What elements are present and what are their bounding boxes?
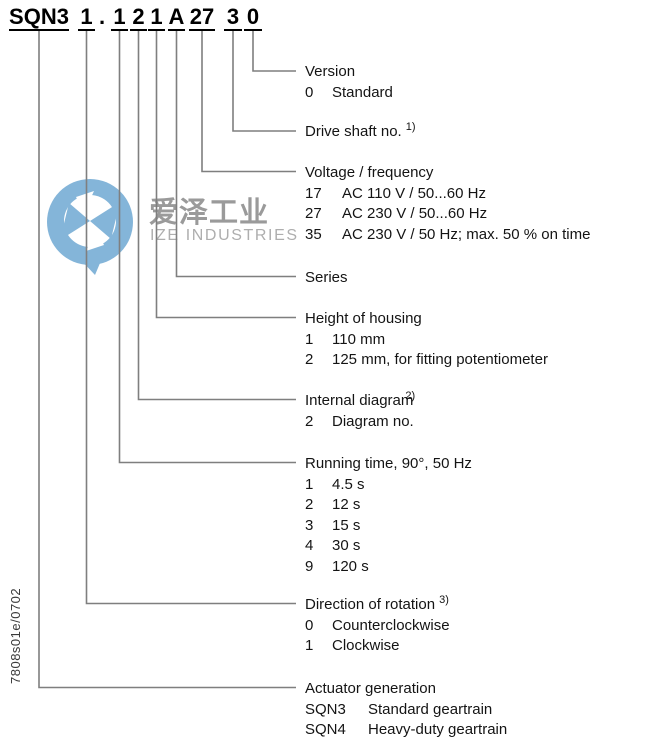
- block-series: Series: [305, 268, 348, 289]
- option-desc: Standard: [332, 83, 393, 101]
- code-segment-drive-shaft: 3: [224, 4, 242, 31]
- code-segment-housing-height: 1: [148, 4, 165, 31]
- option-code: 4: [305, 537, 314, 554]
- block-title: Series: [305, 269, 348, 286]
- block-running-time: Running time, 90°, 50 Hz 1 4.5 s 2 12 s …: [305, 454, 472, 577]
- option-desc: 15 s: [332, 516, 361, 534]
- option-code: 0: [305, 83, 314, 101]
- option-desc: 30 s: [332, 537, 361, 554]
- block-title: Running time, 90°, 50 Hz: [305, 455, 472, 472]
- block-voltage-frequency: Voltage / frequency 17 AC 110 V / 50...6…: [305, 163, 590, 245]
- code-segment-internal-diagram: 2: [130, 4, 147, 31]
- block-title: Actuator generation: [305, 680, 436, 697]
- option-desc: 110 mm: [332, 330, 386, 348]
- block-title: Height of housing: [305, 310, 422, 327]
- option-code: 17: [305, 184, 322, 202]
- watermark-latin-text: IZE INDUSTRIES: [150, 227, 299, 244]
- code-segment-generation: SQN3: [9, 4, 69, 31]
- code-segment-voltage: 27: [189, 4, 215, 31]
- footnote-marker: 3): [439, 594, 449, 606]
- option-desc: Heavy-duty geartrain: [368, 721, 508, 738]
- option-desc: Diagram no.: [332, 412, 414, 430]
- option-desc: AC 230 V / 50...60 Hz: [342, 205, 488, 222]
- option-code: SQN4: [305, 721, 346, 738]
- document-number: 7808s01e/0702: [8, 587, 23, 684]
- option-row: 17 AC 110 V / 50...60 Hz: [305, 184, 590, 205]
- option-desc: AC 110 V / 50...60 Hz: [342, 184, 486, 202]
- option-code: 9: [305, 557, 314, 575]
- option-code: 1: [305, 330, 314, 348]
- option-row: 1 4.5 s: [305, 475, 472, 496]
- option-code: 1: [305, 637, 314, 654]
- option-row: 2 125 mm, for fitting potentiometer: [305, 350, 548, 371]
- option-desc: Standard geartrain: [368, 700, 493, 718]
- code-segment-series: A: [168, 4, 185, 31]
- block-housing-height: Height of housing 1 110 mm 2 125 mm, for…: [305, 309, 548, 371]
- option-code: 0: [305, 616, 314, 634]
- option-row: SQN4 Heavy-duty geartrain: [305, 720, 507, 741]
- footnote-marker: 1): [405, 121, 416, 133]
- option-row: 2 12 s: [305, 495, 472, 516]
- block-title: Version: [305, 63, 356, 80]
- footnote-marker: 2): [405, 390, 416, 402]
- option-row: 35 AC 230 V / 50 Hz; max. 50 % on time: [305, 225, 590, 246]
- option-row: SQN3 Standard geartrain: [305, 700, 507, 721]
- block-internal-diagram: Internal diagram2) 2 Diagram no.: [305, 391, 415, 432]
- watermark-cjk-text: 爱泽工业: [149, 195, 270, 229]
- ize-logo-icon: [47, 179, 133, 275]
- option-row: 1 110 mm: [305, 330, 548, 351]
- block-actuator-generation: Actuator generation SQN3 Standard geartr…: [305, 679, 507, 741]
- option-desc: 120 s: [332, 557, 369, 575]
- option-code: 35: [305, 225, 322, 243]
- block-title: Internal diagram2): [305, 390, 416, 410]
- option-row: 0 Counterclockwise: [305, 616, 450, 637]
- option-row: 9 120 s: [305, 557, 472, 578]
- option-desc: Clockwise: [332, 637, 400, 654]
- block-drive-shaft: Drive shaft no.1): [305, 122, 416, 143]
- option-row: 0 Standard: [305, 83, 393, 104]
- option-code: SQN3: [305, 700, 346, 718]
- option-code: 3: [305, 516, 314, 534]
- block-version: Version 0 Standard: [305, 62, 393, 103]
- option-desc: 125 mm, for fitting potentiometer: [332, 351, 548, 368]
- code-segment-running-time: 1: [111, 4, 128, 31]
- option-row: 2 Diagram no.: [305, 412, 415, 433]
- option-desc: 4.5 s: [332, 475, 365, 493]
- code-segment-rotation: 1: [78, 4, 95, 31]
- option-code: 2: [305, 496, 314, 513]
- option-row: 1 Clockwise: [305, 636, 450, 657]
- option-code: 1: [305, 475, 314, 493]
- option-row: 4 30 s: [305, 536, 472, 557]
- block-title: Drive shaft no.1): [305, 121, 416, 141]
- code-segment-dot: .: [98, 4, 106, 29]
- option-row: 3 15 s: [305, 516, 472, 537]
- block-title: Voltage / frequency: [305, 164, 434, 181]
- option-code: 2: [305, 351, 314, 368]
- option-desc: AC 230 V / 50 Hz; max. 50 % on time: [342, 225, 591, 243]
- option-row: 27 AC 230 V / 50...60 Hz: [305, 204, 590, 225]
- option-desc: Counterclockwise: [332, 616, 450, 634]
- code-segment-version: 0: [244, 4, 262, 31]
- option-code: 2: [305, 412, 314, 430]
- option-code: 27: [305, 205, 322, 222]
- option-desc: 12 s: [332, 496, 361, 513]
